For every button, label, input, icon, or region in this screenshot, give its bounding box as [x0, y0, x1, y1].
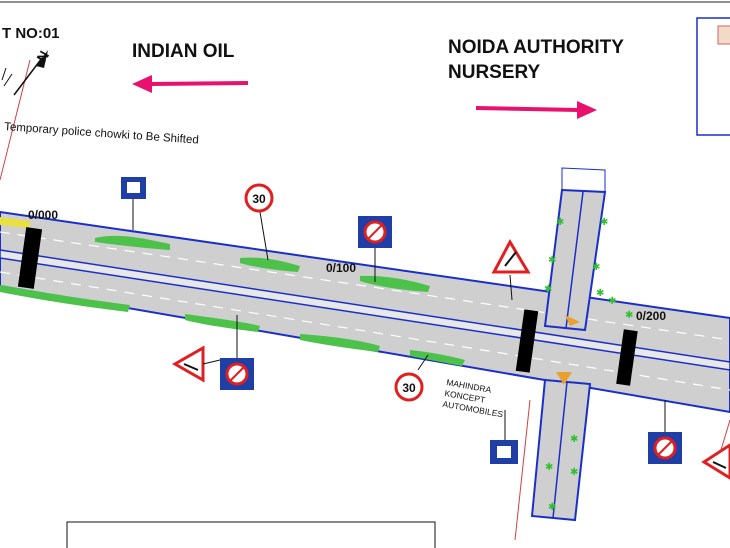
bus-stop-sign-icon — [121, 177, 146, 230]
sheet-label: T NO:01 — [2, 25, 60, 42]
row-boundary-left — [0, 59, 31, 181]
cross-road-south — [530, 378, 592, 522]
green-verge-top — [95, 235, 430, 292]
chainage-label-0: 0/000 — [28, 208, 58, 222]
dealer-note: MAHINDRA KONCEPT AUTOMOBILES — [442, 377, 504, 419]
bottom-note-box — [66, 521, 436, 548]
key-plan-thumbnail — [717, 25, 730, 45]
stop-bar-1 — [17, 227, 43, 289]
landmark-right-line2: NURSERY — [448, 62, 541, 83]
central-median — [0, 249, 730, 371]
warning-triangle-sign-icon — [701, 443, 730, 480]
svg-text:✱: ✱ — [548, 502, 556, 513]
no-parking-sign-icon — [648, 400, 682, 464]
svg-text:✱: ✱ — [570, 434, 578, 445]
tree-markers: ✱ ✱ ✱ ✱ ✱ ✱ ✱ ✱ ✱ ✱ ✱ ✱ — [544, 217, 633, 513]
svg-text:✱: ✱ — [545, 462, 553, 473]
bus-stop-sign-icon — [490, 410, 518, 464]
svg-text:✱: ✱ — [625, 310, 633, 321]
svg-text:✱: ✱ — [544, 284, 552, 295]
svg-text:✱: ✱ — [548, 255, 556, 266]
landmark-left-name: INDIAN OIL — [132, 41, 235, 62]
speed-limit-value-2: 30 — [402, 381, 416, 395]
traffic-island-north — [565, 315, 580, 326]
no-parking-sign-icon — [220, 315, 254, 390]
north-letter: N — [33, 48, 52, 65]
warning-triangle-sign-icon — [171, 345, 221, 383]
warning-triangle-sign-icon — [491, 238, 531, 301]
svg-text:✱: ✱ — [570, 467, 578, 478]
arrow-left-icon — [132, 75, 249, 93]
svg-text:✱: ✱ — [608, 296, 616, 307]
speed-limit-sign-icon: 30 — [244, 183, 274, 261]
green-verge-bottom — [0, 285, 465, 366]
svg-text:✱: ✱ — [592, 262, 600, 273]
north-arrow-icon: N — [1, 48, 52, 96]
traffic-island-south — [556, 372, 572, 385]
svg-text:✱: ✱ — [596, 288, 604, 299]
chainage-label-2: 0/200 — [636, 309, 666, 323]
no-parking-sign-icon — [358, 216, 392, 282]
speed-limit-sign-icon: 30 — [394, 354, 429, 402]
stop-bar-3 — [616, 329, 638, 386]
title-block-frame — [696, 17, 730, 136]
svg-text:✱: ✱ — [600, 217, 608, 228]
speed-limit-value-1: 30 — [252, 192, 266, 206]
chainage-label-1: 0/100 — [326, 261, 356, 275]
police-chowki-note: Temporary police chowki to Be Shifted — [4, 121, 199, 147]
landmark-right-line1: NOIDA AUTHORITY — [448, 37, 624, 58]
stop-bar-2 — [515, 309, 539, 373]
row-boundary-bottom-right — [514, 399, 531, 541]
svg-text:✱: ✱ — [556, 217, 564, 228]
arrow-right-icon — [475, 101, 597, 119]
